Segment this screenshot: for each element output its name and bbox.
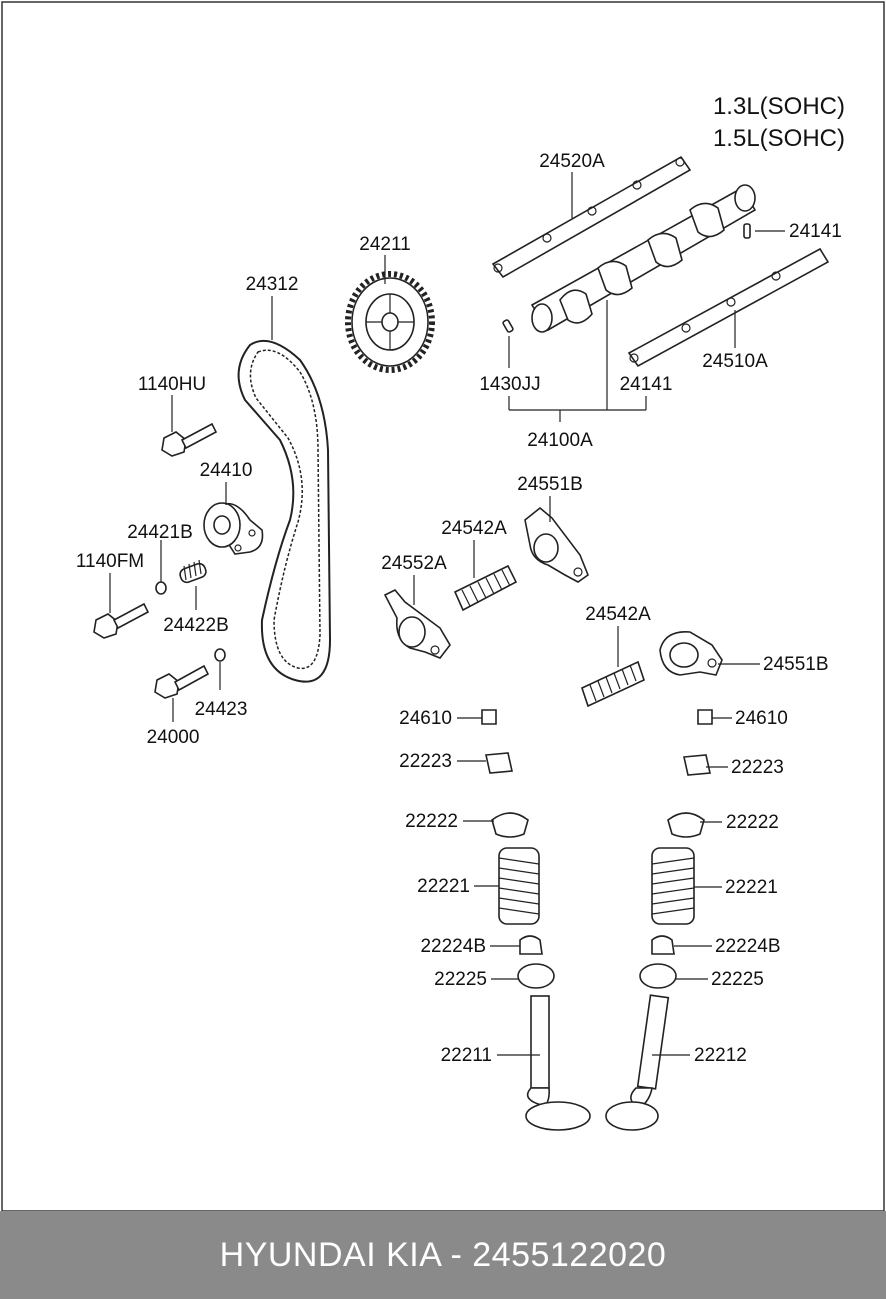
label-24421B: 24421B <box>127 522 193 543</box>
label-24610-left: 24610 <box>399 708 452 729</box>
label-22224B-left: 22224B <box>420 936 486 957</box>
label-22224B-right: 22224B <box>715 936 781 957</box>
label-24000: 24000 <box>147 727 200 748</box>
label-24141: 24141 <box>620 374 673 395</box>
valve-train-right <box>605 709 713 1131</box>
label-24410: 24410 <box>200 460 253 481</box>
label-22222-right: 22222 <box>726 812 779 833</box>
rocker-shaft-upper <box>491 155 692 279</box>
rocker-arm-24552A <box>383 589 451 659</box>
valve-train-left <box>481 709 591 1131</box>
washer-24423 <box>214 648 226 662</box>
label-22221-left: 22221 <box>417 876 470 897</box>
label-24211: 24211 <box>359 234 410 255</box>
label-24542A-right: 24542A <box>585 604 651 625</box>
label-24552A: 24552A <box>381 553 447 574</box>
parts-diagram: 1.3L(SOHC) 1.5L(SOHC) 24520A 24141 24510… <box>1 1 885 1211</box>
label-24422B: 24422B <box>163 615 229 636</box>
label-24141-pin: 24141 <box>789 221 842 242</box>
label-24100A: 24100A <box>527 430 593 451</box>
rocker-spring-left <box>453 564 518 612</box>
label-22223-right: 22223 <box>731 757 784 778</box>
label-24610-right: 24610 <box>735 708 788 729</box>
label-24551B-right: 24551B <box>763 654 829 675</box>
label-24520A: 24520A <box>539 151 605 172</box>
engine-variant-1: 1.3L(SOHC) <box>713 93 845 120</box>
rocker-arm-24551B-right <box>659 631 723 676</box>
bolt-1140HU <box>161 422 218 457</box>
label-24423: 24423 <box>195 699 248 720</box>
label-24551B-top: 24551B <box>517 474 583 495</box>
label-22223-left: 22223 <box>399 751 452 772</box>
label-22221-right: 22221 <box>725 877 778 898</box>
label-1140HU: 1140HU <box>138 374 206 395</box>
washer-24421B <box>155 581 167 595</box>
belt-tensioner <box>203 502 264 555</box>
label-22211: 22211 <box>441 1045 492 1066</box>
timing-belt <box>237 340 332 683</box>
spring-24422B <box>179 559 207 584</box>
rocker-arm-24551B-top <box>524 506 589 583</box>
label-24312: 24312 <box>246 274 299 295</box>
label-22225-right: 22225 <box>711 969 764 990</box>
rocker-spring-right <box>581 660 645 708</box>
engine-variant-2: 1.5L(SOHC) <box>713 125 845 152</box>
camshaft <box>530 184 757 333</box>
label-22212: 22212 <box>694 1045 747 1066</box>
label-22222-left: 22222 <box>405 811 458 832</box>
bolt-24000 <box>154 664 210 699</box>
label-24510A: 24510A <box>702 351 768 372</box>
rocker-shaft-lower <box>627 247 830 368</box>
bolt-1140FM <box>93 602 150 639</box>
label-1140FM: 1140FM <box>76 551 144 572</box>
footer-banner: HYUNDAI KIA - 2455122020 <box>0 1211 886 1299</box>
camshaft-sprocket <box>345 271 435 373</box>
footer-part-number: HYUNDAI KIA - 2455122020 <box>219 1235 667 1274</box>
label-24542A-left: 24542A <box>441 518 507 539</box>
label-22225-left: 22225 <box>434 969 487 990</box>
label-1430JJ: 1430JJ <box>479 374 540 395</box>
